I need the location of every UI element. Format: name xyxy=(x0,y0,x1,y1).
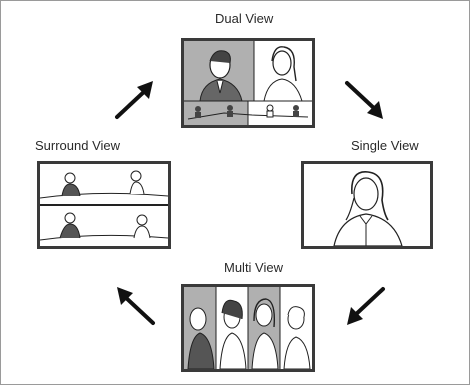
surround-view-illustration xyxy=(40,164,168,246)
dual-view-panel xyxy=(181,38,315,128)
arrow-up-right-icon xyxy=(111,77,159,123)
arrow-down-right-icon xyxy=(341,77,389,123)
dual-view-label: Dual View xyxy=(215,11,274,26)
surround-view-label: Surround View xyxy=(35,138,121,153)
single-view-label: Single View xyxy=(351,138,419,153)
multi-view-illustration xyxy=(184,287,312,369)
single-view-illustration xyxy=(333,171,403,246)
surround-view-panel xyxy=(37,161,171,249)
multi-view-label: Multi View xyxy=(224,260,284,275)
arrow-up-left-icon xyxy=(111,283,159,329)
dual-view-illustration xyxy=(184,41,312,125)
single-view-panel xyxy=(301,161,433,249)
multi-view-panel xyxy=(181,284,315,372)
arrow-down-left-icon xyxy=(341,283,389,329)
